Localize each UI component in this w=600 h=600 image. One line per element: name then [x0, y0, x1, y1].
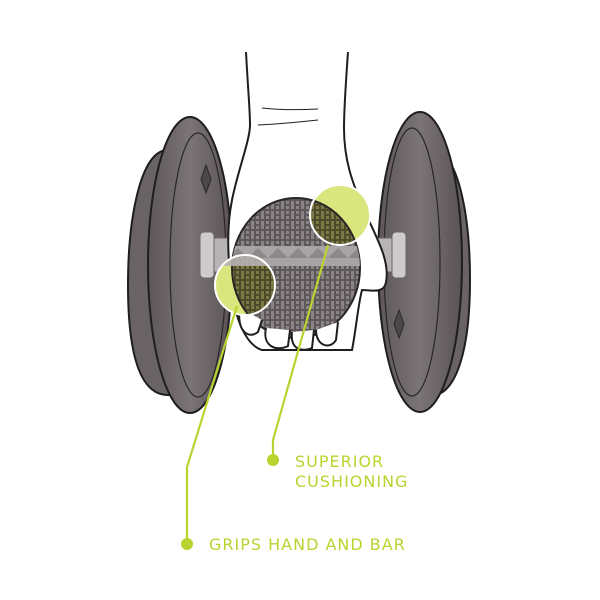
- callout-dot-grips: [181, 538, 193, 550]
- callout-dot-cushion: [267, 454, 279, 466]
- callout-label-grips-hand-and-bar: GRIPS HAND AND BAR: [209, 535, 406, 555]
- callout-label-line: CUSHIONING: [295, 472, 409, 491]
- leader-line-grips: [185, 305, 239, 544]
- callout-label-line: GRIPS HAND AND BAR: [209, 535, 406, 554]
- callout-magnifier-cushion: [309, 184, 371, 246]
- leader-line-cushion: [271, 244, 330, 460]
- callout-magnifier-grips: [214, 254, 276, 316]
- left-weight-plate: [126, 116, 233, 414]
- right-weight-plate: [377, 111, 472, 413]
- callout-label-line: SUPERIOR: [295, 452, 385, 471]
- callout-label-superior-cushioning: SUPERIOR CUSHIONING: [295, 452, 408, 492]
